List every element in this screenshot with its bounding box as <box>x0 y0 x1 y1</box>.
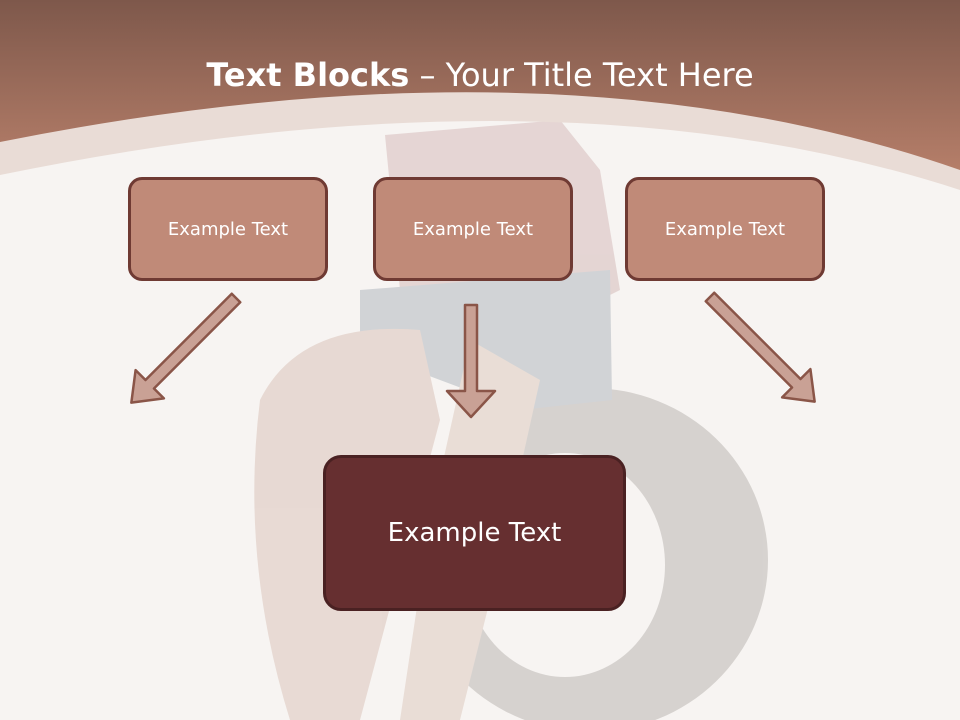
text-block-center: Example Text <box>373 177 573 281</box>
page-title: Text Blocks – Your Title Text Here <box>0 52 960 98</box>
arrow-left <box>130 292 242 404</box>
header-band <box>0 0 960 170</box>
text-block-left-label: Example Text <box>167 218 289 240</box>
arrow-center <box>445 303 497 419</box>
text-block-left: Example Text <box>128 177 328 281</box>
title-bold: Text Blocks <box>206 56 410 94</box>
main-text-block: Example Text <box>323 455 626 611</box>
title-rest: Your Title Text Here <box>445 56 754 94</box>
title-dash: – <box>409 56 446 94</box>
text-block-center-label: Example Text <box>412 218 534 240</box>
text-block-right: Example Text <box>625 177 825 281</box>
arrow-right <box>704 291 816 403</box>
text-block-right-label: Example Text <box>664 218 786 240</box>
main-text-block-label: Example Text <box>387 518 562 548</box>
